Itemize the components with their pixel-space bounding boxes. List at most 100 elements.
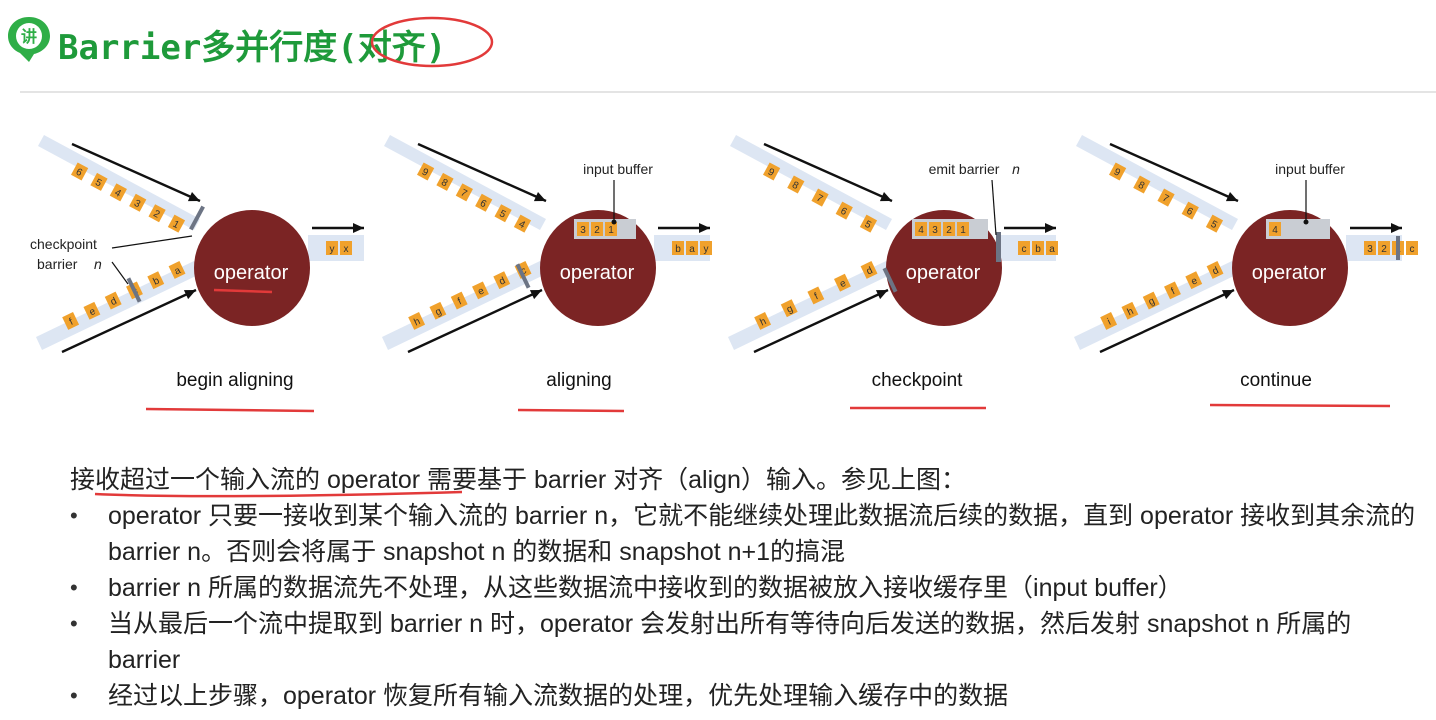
- data-token: d: [1206, 261, 1224, 279]
- data-token: f: [807, 286, 825, 305]
- token-label: 2: [1381, 244, 1387, 255]
- barrier-marker: [882, 267, 898, 293]
- token-label: 7: [814, 193, 824, 206]
- token-label: 9: [1112, 167, 1122, 180]
- checkpoint-label-n: n: [94, 256, 102, 272]
- data-token: b: [672, 241, 684, 255]
- data-token: c: [1406, 241, 1418, 255]
- token-label: e: [476, 285, 486, 298]
- data-token: g: [1142, 291, 1160, 310]
- token-box: [1269, 222, 1281, 236]
- token-label: 8: [439, 177, 449, 190]
- token-label: 2: [151, 208, 161, 221]
- data-token: 6: [475, 193, 493, 212]
- data-token: 5: [859, 214, 878, 233]
- token-label: i: [1106, 317, 1113, 328]
- panel-caption: begin aligning: [176, 370, 293, 391]
- token-label: a: [689, 244, 695, 255]
- data-token: 7: [811, 188, 829, 207]
- token-box: [455, 183, 473, 202]
- operator-label: operator: [906, 262, 981, 284]
- data-token: 5: [494, 204, 512, 223]
- buffer-label: input buffer: [1275, 161, 1345, 177]
- token-label: 1: [960, 225, 966, 236]
- header-divider: [20, 91, 1436, 93]
- token-label: h: [1126, 306, 1136, 318]
- token-box: [859, 214, 878, 233]
- token-label: 5: [1209, 219, 1219, 232]
- token-box: [834, 273, 851, 292]
- bullet-item: barrier n 所属的数据流先不处理，从这些数据流中接收到的数据被放入接收缓…: [70, 570, 1420, 606]
- token-box: [577, 222, 589, 236]
- token-label: 7: [1160, 193, 1170, 206]
- input-arrow-head: [875, 290, 888, 300]
- buffer-label: input buffer: [583, 161, 653, 177]
- logo-char: 讲: [21, 27, 37, 46]
- barrier-alignment-diagram: operator654321fedcbayxbegin aligningoper…: [30, 135, 1418, 391]
- data-token: d: [860, 261, 878, 279]
- token-box: [104, 291, 122, 310]
- data-token: 5: [1205, 214, 1224, 233]
- input-arrow-head: [1221, 290, 1234, 300]
- input-arrow: [417, 142, 547, 203]
- data-token: 4: [1269, 222, 1281, 236]
- token-label: 6: [478, 198, 488, 211]
- token-box: [915, 222, 927, 236]
- data-token: 8: [436, 172, 454, 191]
- output-arrow-head: [699, 223, 710, 233]
- callout-line: [991, 179, 997, 236]
- data-token: 2: [148, 204, 166, 223]
- token-label: 2: [946, 225, 952, 236]
- data-token: g: [429, 301, 447, 320]
- token-box: [1109, 162, 1127, 181]
- barrier-marker: [189, 205, 205, 231]
- token-label: 4: [113, 188, 123, 201]
- data-token: e: [472, 281, 489, 300]
- token-label: 9: [420, 167, 430, 180]
- data-token: h: [408, 312, 426, 330]
- token-label: 4: [918, 225, 924, 236]
- token-label: 5: [863, 219, 873, 232]
- input-arrow: [61, 288, 197, 354]
- token-box: [1046, 241, 1058, 255]
- data-token: 6: [835, 201, 853, 220]
- token-box: [1181, 201, 1199, 220]
- checkpoint-label: barrier: [37, 256, 78, 272]
- callout-dot: [611, 219, 617, 225]
- data-token: e: [1185, 271, 1203, 290]
- token-box: [429, 301, 447, 320]
- barrier-bar: [996, 232, 1001, 262]
- barrier-marker: [515, 263, 531, 289]
- token-box: [807, 286, 825, 305]
- token-label: 7: [459, 188, 469, 201]
- token-label: 1: [608, 225, 614, 236]
- input-stream-top: [730, 135, 892, 230]
- bullet-item: 经过以上步骤，operator 恢复所有输入流数据的处理，优先处理输入缓存中的数…: [70, 678, 1420, 714]
- bullet-list: operator 只要一接收到某个输入流的 barrier n，它就不能继续处理…: [70, 498, 1420, 714]
- data-token: 3: [129, 193, 147, 212]
- slide-header: 讲 Barrier多并行度(对齐): [0, 0, 1436, 93]
- token-box: [1142, 291, 1160, 310]
- token-box: [513, 214, 532, 233]
- barrier-bar: [126, 277, 142, 303]
- input-stream-top: [384, 135, 546, 230]
- data-token: g: [780, 299, 798, 318]
- token-label: d: [865, 265, 875, 277]
- lead-paragraph: 接收超过一个输入流的 operator 需要基于 barrier 对齐（alig…: [70, 466, 966, 494]
- barrier-bar: [189, 205, 205, 231]
- input-arrow: [763, 142, 893, 203]
- data-token: 9: [763, 162, 781, 181]
- token-label: 6: [1184, 206, 1194, 219]
- token-label: g: [434, 306, 444, 318]
- data-token: 2: [591, 222, 603, 236]
- token-label: 9: [766, 167, 776, 180]
- data-token: 1: [957, 222, 969, 236]
- data-token: b: [147, 271, 165, 290]
- data-token: 8: [787, 175, 805, 194]
- title-prefix: Barrier多并行度(: [58, 28, 358, 68]
- token-label: e: [1190, 275, 1200, 288]
- token-label: e: [88, 306, 98, 319]
- input-arrow-head: [187, 191, 200, 202]
- operator-node: [194, 210, 310, 326]
- token-label: g: [785, 303, 795, 315]
